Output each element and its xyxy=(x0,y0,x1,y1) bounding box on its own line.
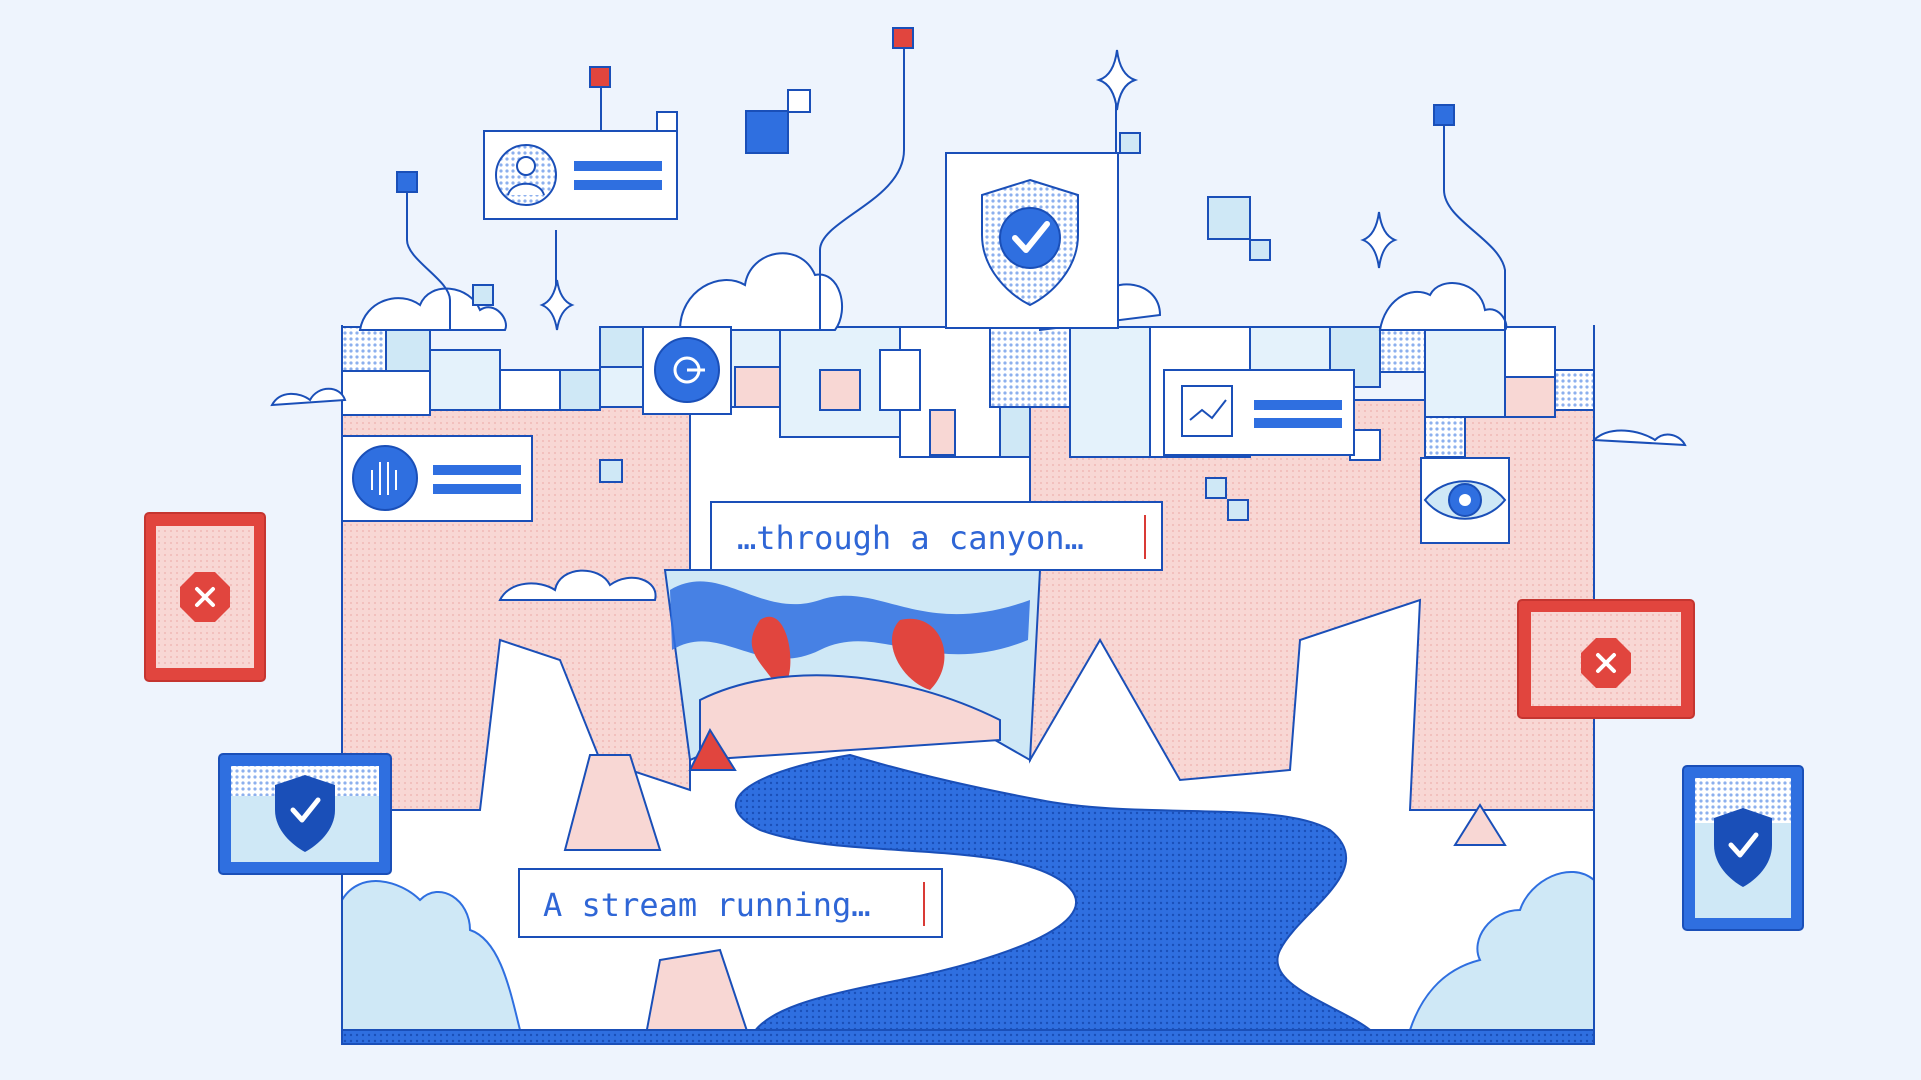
fingerprint-card xyxy=(341,435,533,522)
antenna-tip-blue xyxy=(396,171,418,193)
antenna-tip-red xyxy=(892,27,914,49)
shield-panel xyxy=(945,152,1119,329)
profile-card xyxy=(483,130,678,220)
blocked-card-left xyxy=(144,512,266,682)
antenna-tip-blue xyxy=(1433,104,1455,126)
text-caret xyxy=(923,882,925,926)
rock xyxy=(688,727,737,771)
chip-chart-icon xyxy=(1181,385,1233,437)
blocked-card-right xyxy=(1517,599,1695,719)
caption-stream-text: A stream running… xyxy=(543,886,871,924)
floating-squares xyxy=(472,89,1271,521)
bush-right xyxy=(1408,870,1595,1031)
antenna-tip-red xyxy=(589,66,611,88)
rock xyxy=(1453,803,1507,846)
caption-canyon-text: …through a canyon… xyxy=(737,519,1084,557)
rock xyxy=(563,754,662,851)
text-caret xyxy=(1144,515,1146,559)
eye-tile xyxy=(1420,457,1510,544)
chip-card xyxy=(1163,369,1355,456)
caption-stream: A stream running… xyxy=(518,868,943,938)
fingerprint-icon xyxy=(352,445,418,511)
sparkle-icon xyxy=(539,49,1398,331)
caption-canyon: …through a canyon… xyxy=(710,501,1163,571)
bush-left xyxy=(341,880,522,1031)
approved-card-right xyxy=(1682,765,1804,931)
approved-card-left xyxy=(218,753,392,875)
power-dial-tile xyxy=(642,326,732,415)
